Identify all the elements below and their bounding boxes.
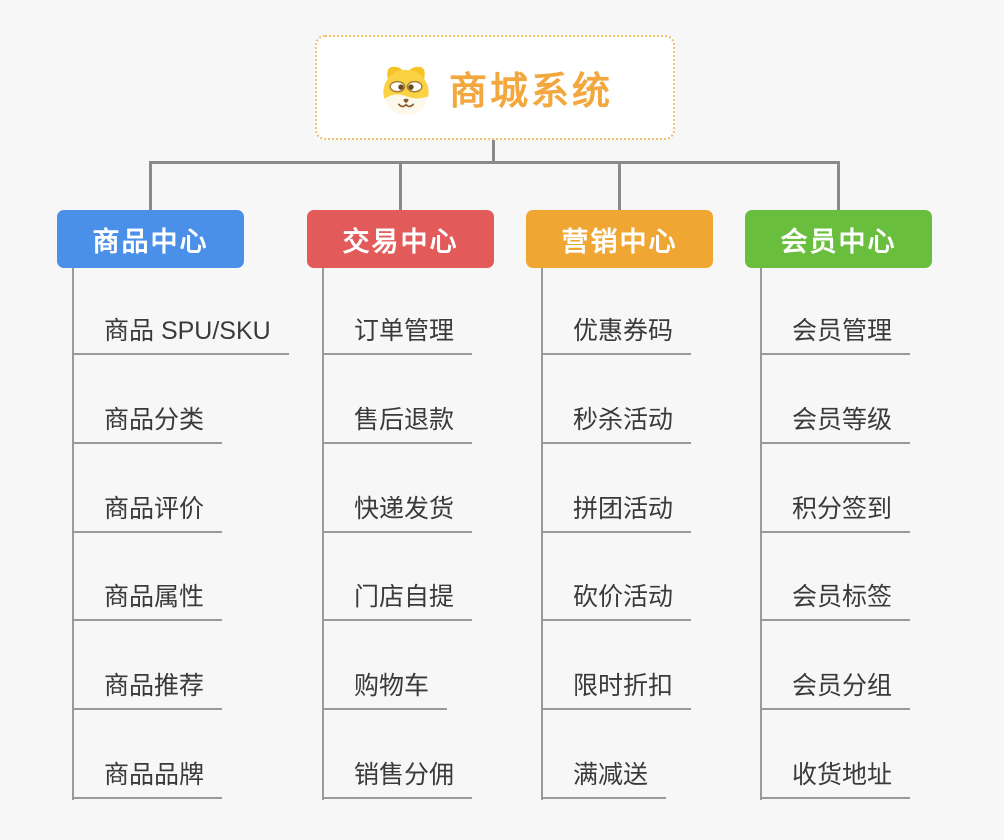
branch-node-trade-center[interactable]: 交易中心 [307, 210, 494, 268]
topic-item[interactable]: 商品分类 [72, 404, 223, 444]
root-node-mall-system[interactable]: 商城系统 [315, 35, 675, 140]
drop-line-member [837, 161, 840, 211]
topic-item[interactable]: 会员管理 [760, 315, 911, 355]
topic-item[interactable]: 售后退款 [322, 404, 473, 444]
branch-node-marketing-center[interactable]: 营销中心 [526, 210, 713, 268]
topic-item[interactable]: 商品 SPU/SKU [72, 315, 289, 355]
drop-line-marketing [618, 161, 621, 211]
spine-line [149, 161, 840, 164]
topic-item[interactable]: 会员标签 [760, 581, 911, 621]
dog-face-icon [377, 59, 435, 117]
topic-item[interactable]: 快递发货 [322, 493, 473, 533]
topic-item[interactable]: 限时折扣 [541, 670, 692, 710]
trunk-line-trade [322, 268, 324, 800]
branch-node-member-center[interactable]: 会员中心 [745, 210, 932, 268]
topic-item[interactable]: 拼团活动 [541, 493, 692, 533]
topic-item[interactable]: 积分签到 [760, 493, 911, 533]
root-title: 商城系统 [448, 71, 613, 113]
topic-item[interactable]: 商品属性 [72, 581, 223, 621]
branch-node-product-center[interactable]: 商品中心 [57, 210, 244, 268]
drop-line-product [149, 161, 152, 211]
topic-item[interactable]: 会员分组 [760, 670, 911, 710]
topic-item[interactable]: 门店自提 [322, 581, 473, 621]
topic-item[interactable]: 商品评价 [72, 493, 223, 533]
topic-item[interactable]: 砍价活动 [541, 581, 692, 621]
topic-item[interactable]: 优惠券码 [541, 315, 692, 355]
topic-item[interactable]: 购物车 [322, 670, 448, 710]
topic-item[interactable]: 秒杀活动 [541, 404, 692, 444]
topic-item[interactable]: 会员等级 [760, 404, 911, 444]
trunk-line-marketing [541, 268, 543, 800]
topic-item[interactable]: 商品品牌 [72, 759, 223, 799]
topic-item[interactable]: 收货地址 [760, 759, 911, 799]
topic-item[interactable]: 满减送 [541, 759, 667, 799]
trunk-line-member [760, 268, 762, 800]
trunk-line-product [72, 268, 74, 800]
topic-item[interactable]: 商品推荐 [72, 670, 223, 710]
drop-line-trade [399, 161, 402, 211]
topic-item[interactable]: 订单管理 [322, 315, 473, 355]
topic-item[interactable]: 销售分佣 [322, 759, 473, 799]
root-stem-line [492, 139, 495, 164]
